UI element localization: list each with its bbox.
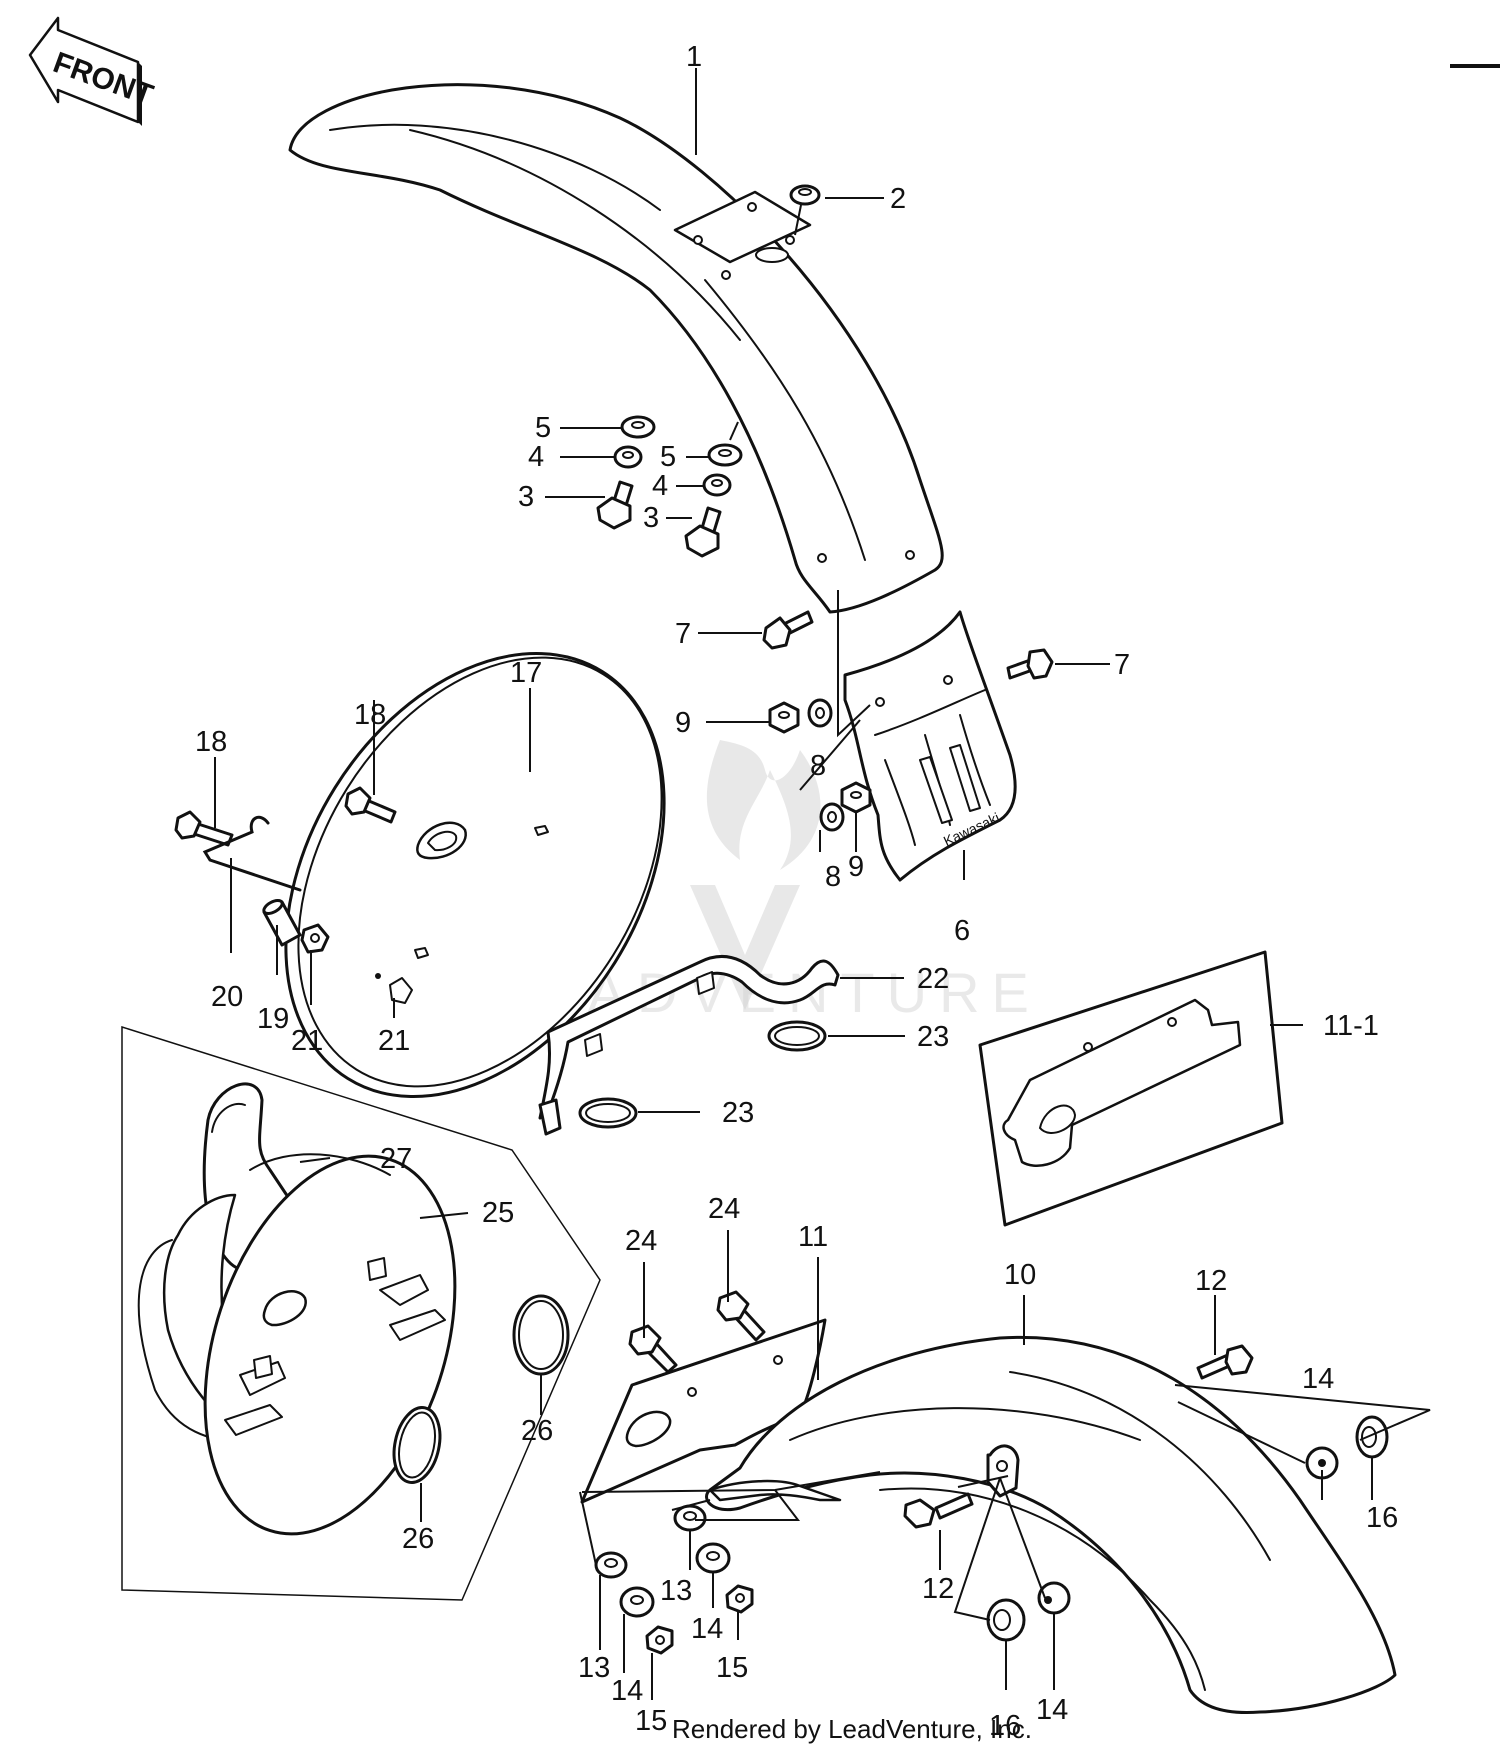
screw-7-right <box>1006 648 1054 680</box>
washer-14-left <box>619 1586 655 1618</box>
callout-26: 26 <box>402 1523 434 1555</box>
callout-15: 15 <box>716 1652 748 1684</box>
gasket-26-lower <box>392 1406 442 1484</box>
callout-17: 17 <box>510 657 542 689</box>
bolt-24-left <box>628 1324 678 1374</box>
rear-fender <box>705 1335 1397 1715</box>
washer-8-upper <box>807 698 833 728</box>
callout-1: 1 <box>686 41 702 73</box>
callout-12: 12 <box>1195 1265 1227 1297</box>
light-housing <box>137 1082 457 1536</box>
gasket-26-upper <box>512 1294 570 1376</box>
callout-24: 24 <box>708 1193 740 1225</box>
bolt-18-right <box>344 786 397 824</box>
callout-6: 6 <box>954 915 970 947</box>
part-20-spring-arm <box>202 815 302 892</box>
callout-21: 21 <box>378 1025 410 1057</box>
callout-19: 19 <box>257 1003 289 1035</box>
nut-9-lower <box>840 781 872 814</box>
callout-10: 10 <box>1004 1259 1036 1291</box>
callout-5: 5 <box>535 412 551 444</box>
part-19-sleeve <box>262 899 302 947</box>
callout-labels: 1 2 5 4 3 5 4 3 7 7 9 8 8 9 6 17 18 18 2… <box>195 41 1398 1742</box>
callout-16: 16 <box>1366 1502 1398 1534</box>
bolt-12-upper <box>1196 1344 1254 1380</box>
callout-14: 14 <box>1302 1363 1334 1395</box>
callout-14: 14 <box>1036 1694 1068 1726</box>
callout-14: 14 <box>611 1675 643 1707</box>
callout-23: 23 <box>722 1097 754 1129</box>
nut-21-small <box>300 923 330 954</box>
callout-9: 9 <box>848 851 864 883</box>
license-plate-gasket <box>978 950 1284 1227</box>
nut-15-left <box>645 1625 674 1655</box>
o-ring-23-upper <box>767 1020 827 1052</box>
o-ring-23-lower <box>578 1097 638 1129</box>
grommet-16-lower <box>986 1598 1026 1642</box>
callout-4: 4 <box>528 441 544 473</box>
callout-26: 26 <box>521 1415 553 1447</box>
mud-flap: Kawasaki <box>843 610 1017 882</box>
callout-3: 3 <box>643 502 659 534</box>
washer-5-left <box>620 415 656 439</box>
collar-14-lower <box>1037 1581 1071 1615</box>
stay-bracket <box>538 954 840 1136</box>
grommet-13-right <box>673 1504 707 1532</box>
bolt-24-right <box>716 1290 766 1342</box>
callout-12: 12 <box>922 1573 954 1605</box>
collar-14-upper <box>1305 1446 1339 1480</box>
watermark-logo <box>690 740 821 1010</box>
callout-7: 7 <box>675 618 691 650</box>
washer-4-right <box>702 473 732 497</box>
bolt-3-right <box>684 506 722 558</box>
callout-5: 5 <box>660 441 676 473</box>
nut-15-right <box>725 1584 754 1614</box>
washer-4-left <box>613 445 643 469</box>
grommet-13-left <box>594 1551 628 1579</box>
callout-27: 27 <box>380 1143 412 1175</box>
callout-7: 7 <box>1114 649 1130 681</box>
render-credit: Rendered by LeadVenture, Inc. <box>672 1714 1032 1744</box>
callout-8: 8 <box>810 750 826 782</box>
callout-11-1: 11-1 <box>1323 1010 1379 1042</box>
bolt-18-left <box>174 810 234 847</box>
callout-13: 13 <box>660 1575 692 1607</box>
washer-5-right <box>707 443 743 467</box>
callout-24: 24 <box>625 1225 657 1257</box>
callout-9: 9 <box>675 707 691 739</box>
screw-7-left <box>762 610 814 650</box>
part-2-nut <box>789 184 821 206</box>
backing-plate <box>284 651 666 1099</box>
callout-20: 20 <box>211 981 243 1013</box>
front-direction-arrow: FRONT <box>28 16 157 126</box>
callout-4: 4 <box>652 470 668 502</box>
callout-21: 21 <box>291 1025 323 1057</box>
callout-16: 16 <box>989 1710 1021 1742</box>
washer-14-right <box>695 1542 731 1574</box>
callout-2: 2 <box>890 183 906 215</box>
callout-25: 25 <box>482 1197 514 1229</box>
washer-8-lower <box>819 802 845 832</box>
leader-lines <box>214 68 1431 1700</box>
callout-13: 13 <box>578 1652 610 1684</box>
callout-8: 8 <box>825 861 841 893</box>
nut-9-upper <box>768 701 800 734</box>
callout-3: 3 <box>518 481 534 513</box>
callout-11: 11 <box>798 1221 828 1253</box>
bolt-12-lower <box>903 1492 974 1529</box>
callout-23: 23 <box>917 1021 949 1053</box>
grommet-16-upper <box>1355 1415 1389 1459</box>
front-fender <box>288 83 944 614</box>
callout-18: 18 <box>195 726 227 758</box>
callout-22: 22 <box>917 963 949 995</box>
callout-15: 15 <box>635 1705 667 1737</box>
callout-18: 18 <box>354 699 386 731</box>
bolt-3-left <box>596 480 634 530</box>
callout-14: 14 <box>691 1613 723 1645</box>
